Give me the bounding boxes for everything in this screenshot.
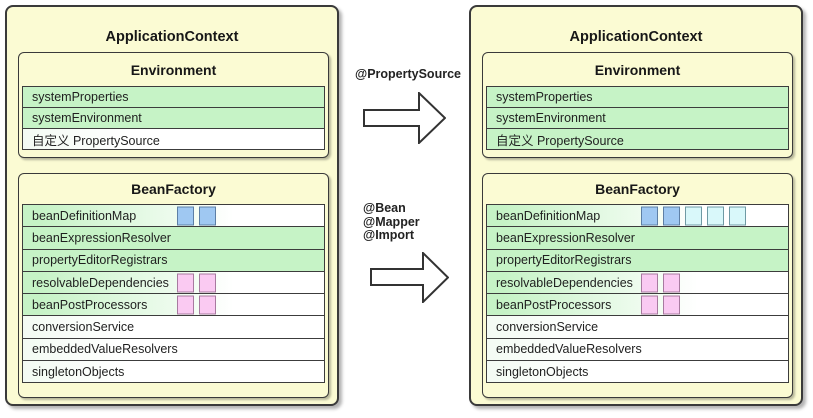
application-context-box-left: ApplicationContext Environment systemPro… xyxy=(5,5,339,406)
bean-squares xyxy=(641,295,680,315)
row-label: beanExpressionResolver xyxy=(496,230,635,245)
bean-squares xyxy=(177,206,216,226)
bean-annotations: @Bean @Mapper @Import xyxy=(363,201,420,243)
row-custom-property-source: 自定义 PropertySource xyxy=(22,128,325,150)
row-label: systemEnvironment xyxy=(496,111,606,125)
bean-annotation-line: @Bean xyxy=(363,201,406,215)
row-singleton-objects: singletonObjects xyxy=(486,360,789,384)
cyan-bean-square xyxy=(707,206,724,226)
right-block-arrow-icon xyxy=(363,92,446,144)
row-system-properties: systemProperties xyxy=(22,86,325,108)
pink-bean-square xyxy=(663,273,680,293)
application-context-box-right: ApplicationContext Environment systemPro… xyxy=(469,5,803,406)
row-bean-expression-resolver: beanExpressionResolver xyxy=(22,226,325,250)
row-resolvable-dependencies: resolvableDependencies xyxy=(486,270,789,295)
row-system-properties: systemProperties xyxy=(486,86,789,108)
cyan-bean-square xyxy=(685,206,702,226)
row-label: resolvableDependencies xyxy=(32,275,169,290)
application-context-title: ApplicationContext xyxy=(569,29,703,45)
row-label: conversionService xyxy=(496,320,599,335)
bean-squares xyxy=(177,273,216,293)
row-custom-property-source: 自定义 PropertySource xyxy=(486,128,789,150)
row-label: embeddedValueResolvers xyxy=(496,342,642,357)
import-annotation-line: @Import xyxy=(363,228,415,242)
row-system-environment: systemEnvironment xyxy=(486,107,789,129)
bean-factory-box: BeanFactory beanDefinitionMap beanExpres… xyxy=(18,173,329,398)
pink-bean-square xyxy=(663,295,680,315)
row-label: beanExpressionResolver xyxy=(32,230,171,245)
bean-factory-title: BeanFactory xyxy=(131,181,216,197)
environment-title: Environment xyxy=(594,62,681,78)
row-property-editor-registrars: propertyEditorRegistrars xyxy=(22,248,325,272)
row-label: singletonObjects xyxy=(496,364,589,379)
blue-bean-square xyxy=(177,206,194,226)
pink-bean-square xyxy=(177,295,194,315)
row-resolvable-dependencies: resolvableDependencies xyxy=(22,270,325,295)
bean-factory-rows: beanDefinitionMap beanExpressionResolver… xyxy=(486,204,789,384)
blue-bean-square xyxy=(641,206,658,226)
property-source-annotation: @PropertySource xyxy=(355,67,461,81)
row-label: beanDefinitionMap xyxy=(32,208,137,223)
row-bean-definition-map: beanDefinitionMap xyxy=(486,204,789,228)
row-bean-definition-map: beanDefinitionMap xyxy=(22,204,325,228)
row-label: propertyEditorRegistrars xyxy=(496,253,632,268)
row-label: singletonObjects xyxy=(32,364,125,379)
cyan-bean-square xyxy=(729,206,746,226)
row-label: systemProperties xyxy=(32,90,129,104)
bean-squares xyxy=(177,295,216,315)
pink-bean-square xyxy=(177,273,194,293)
row-label: 自定义 PropertySource xyxy=(32,133,160,148)
row-bean-post-processors: beanPostProcessors xyxy=(486,293,789,317)
bean-factory-box: BeanFactory beanDefinitionMap beanExpres… xyxy=(482,173,793,398)
pink-bean-square xyxy=(641,295,658,315)
row-label: beanPostProcessors xyxy=(496,297,612,312)
row-label: beanPostProcessors xyxy=(32,297,148,312)
row-embedded-value-resolvers: embeddedValueResolvers xyxy=(486,337,789,362)
row-conversion-service: conversionService xyxy=(22,315,325,339)
pink-bean-square xyxy=(641,273,658,293)
row-system-environment: systemEnvironment xyxy=(22,107,325,129)
application-context-title: ApplicationContext xyxy=(105,29,239,45)
environment-title: Environment xyxy=(130,62,217,78)
row-label: 自定义 PropertySource xyxy=(496,133,624,148)
row-label: systemProperties xyxy=(496,90,593,104)
environment-box: Environment systemProperties systemEnvir… xyxy=(18,52,329,158)
bean-factory-title: BeanFactory xyxy=(595,181,680,197)
blue-bean-square xyxy=(199,206,216,226)
row-singleton-objects: singletonObjects xyxy=(22,360,325,384)
bean-factory-rows: beanDefinitionMap beanExpressionResolver… xyxy=(22,204,325,384)
row-bean-expression-resolver: beanExpressionResolver xyxy=(486,226,789,250)
row-conversion-service: conversionService xyxy=(486,315,789,339)
bean-squares xyxy=(641,206,746,226)
environment-rows: systemProperties systemEnvironment 自定义 P… xyxy=(22,86,325,150)
row-property-editor-registrars: propertyEditorRegistrars xyxy=(486,248,789,272)
row-bean-post-processors: beanPostProcessors xyxy=(22,293,325,317)
blue-bean-square xyxy=(663,206,680,226)
pink-bean-square xyxy=(199,273,216,293)
environment-box: Environment systemProperties systemEnvir… xyxy=(482,52,793,158)
row-label: beanDefinitionMap xyxy=(496,208,601,223)
right-block-arrow-icon xyxy=(370,252,449,303)
row-label: resolvableDependencies xyxy=(496,275,633,290)
row-label: propertyEditorRegistrars xyxy=(32,253,168,268)
row-label: systemEnvironment xyxy=(32,111,142,125)
environment-rows: systemProperties systemEnvironment 自定义 P… xyxy=(486,86,789,150)
bean-squares xyxy=(641,273,680,293)
mapper-annotation-line: @Mapper xyxy=(363,214,420,229)
row-embedded-value-resolvers: embeddedValueResolvers xyxy=(22,337,325,362)
pink-bean-square xyxy=(199,295,216,315)
row-label: embeddedValueResolvers xyxy=(32,342,178,357)
row-label: conversionService xyxy=(32,320,135,335)
